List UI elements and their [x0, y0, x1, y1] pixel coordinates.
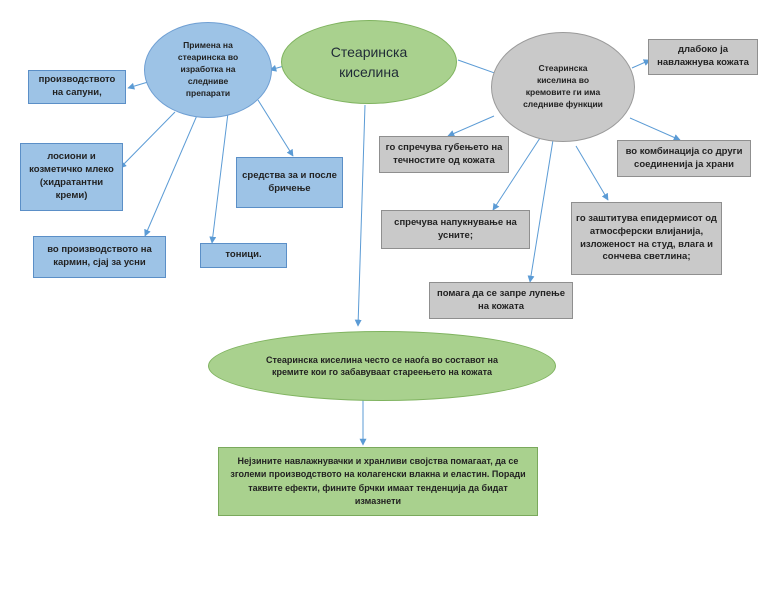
right-item-fluid-loss: го спречува губењето на течностите од ко…: [379, 136, 509, 173]
right-item-peeling-label: помага да се запре лупење на кожата: [436, 287, 566, 312]
right-item-lips-label: спречува напукнување на усните;: [394, 216, 517, 241]
left-item-shaving-label: средства за и после бричење: [242, 169, 337, 194]
applications-label: Примена на стеаринска во изработка на сл…: [177, 40, 239, 98]
right-item-nourishes-label: во комбинација со други соединенија ја х…: [625, 145, 743, 170]
arrow-right-to-item-1: [631, 59, 651, 69]
right-item-moisturizes: длабоко ја навлажнува кожата: [648, 39, 758, 75]
collagen-effect-box: Нејзините навлажнувачки и хранливи својс…: [218, 447, 538, 516]
center-topic-ellipse: Стеаринска киселина: [281, 20, 457, 104]
anti-aging-label: Стеаринска киселина често се наоѓа во со…: [265, 354, 498, 377]
collagen-effect-label: Нејзините навлажнувачки и хранливи својс…: [230, 456, 526, 506]
right-item-lips: спречува напукнување на усните;: [381, 210, 530, 249]
arrow-left-to-item-4: [209, 112, 229, 244]
right-item-protects-label: го заштитува епидермисот од атмосферски …: [576, 212, 717, 263]
applications-ellipse: Примена на стеаринска во изработка на сл…: [144, 22, 272, 118]
arrow-left-to-item-2: [119, 111, 176, 169]
arrow-right-to-item-3: [629, 117, 681, 141]
arrow-left-to-item-5: [257, 99, 294, 157]
left-item-lipstick-label: во производството на кармин, сјај за усн…: [47, 244, 152, 268]
center-topic-label: Стеаринска киселина: [330, 43, 408, 80]
functions-ellipse: Стеаринска киселина во кремовите ги има …: [491, 32, 635, 142]
arrow-left-to-item-1: [127, 81, 149, 90]
left-item-soap: производството на сапуни,: [28, 70, 126, 104]
arrow-left-to-item-3: [144, 112, 199, 237]
arrow-right-to-item-6: [527, 139, 554, 283]
arrow-right-to-item-4: [492, 137, 541, 211]
right-item-protects: го заштитува епидермисот од атмосферски …: [571, 202, 722, 275]
arrow-center-to-bottom: [354, 104, 366, 327]
arrow-right-to-item-5: [575, 145, 609, 201]
right-item-fluid-loss-label: го спречува губењето на течностите од ко…: [385, 141, 503, 166]
left-item-lotions: лосиони и козметичко млеко (хидратантни …: [20, 143, 123, 211]
functions-label: Стеаринска киселина во кремовите ги има …: [523, 63, 603, 109]
left-item-shaving: средства за и после бричење: [236, 157, 343, 208]
left-item-soap-label: производството на сапуни,: [38, 74, 116, 98]
right-item-moisturizes-label: длабоко ја навлажнува кожата: [657, 44, 749, 68]
left-item-toners: тоници.: [200, 243, 287, 268]
left-item-toners-label: тоници.: [225, 249, 262, 261]
anti-aging-ellipse: Стеаринска киселина често се наоѓа во со…: [208, 331, 556, 401]
right-item-nourishes: во комбинација со други соединенија ја х…: [617, 140, 751, 177]
arrow-right-to-item-2: [447, 115, 495, 137]
right-item-peeling: помага да се запре лупење на кожата: [429, 282, 573, 319]
left-item-lipstick: во производството на кармин, сјај за усн…: [33, 236, 166, 278]
left-item-lotions-label: лосиони и козметичко млеко (хидратантни …: [29, 151, 114, 201]
